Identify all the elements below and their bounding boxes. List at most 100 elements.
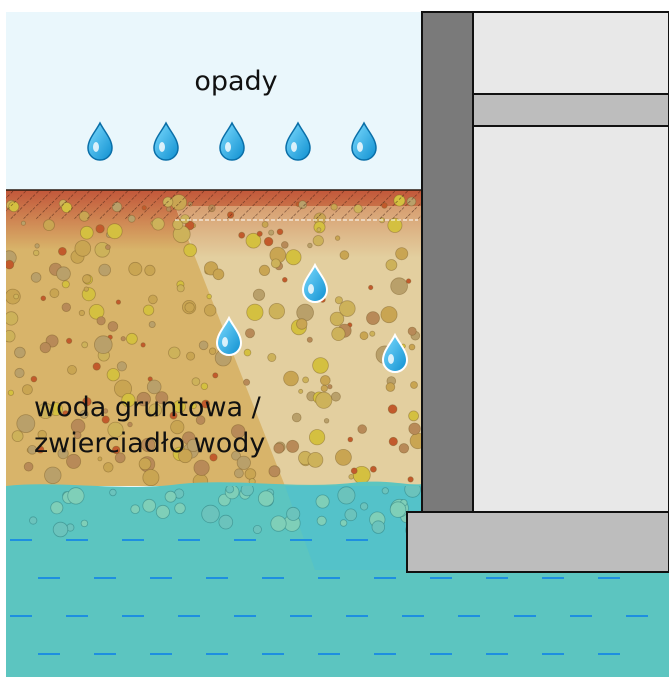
soil-pebble [144,264,156,276]
soil-pebble [408,343,416,351]
soil-pebble [170,419,185,435]
building-interior [472,11,669,513]
soil-pebble [387,404,398,414]
soil-pebble [407,326,417,336]
soil-pebble [263,236,274,247]
soil-pebble [369,330,376,337]
soil-pebble [168,346,181,360]
soil-pebble [201,399,211,409]
soil-pebble [395,247,409,261]
soil-pebble [83,286,89,292]
water-bubble [201,504,220,524]
water-drop-icon [215,315,243,356]
soil-pebble [302,376,310,384]
surface-hatch [6,190,422,220]
soil-pebble [73,431,82,440]
soil-pebble [368,284,374,291]
soil-pebble [172,399,186,413]
soil-pebble [338,300,356,317]
water-bubble [337,486,356,505]
backfill-zone [175,206,422,486]
soil-pebble [316,227,322,233]
soil-pebble [120,336,126,342]
soil-pebble [281,276,288,283]
soil-pebble [6,330,16,343]
floor-slab [446,93,669,127]
soil-pebble [6,311,19,326]
soil-pebble [334,296,343,305]
soil-pebble [408,410,420,422]
soil-pebble [236,455,251,470]
soil-pebble [298,388,304,394]
soil-pebble [313,221,326,234]
water-bubble [316,515,327,526]
water-bubble [381,487,389,495]
soil-pebble [252,288,266,301]
soil-pebble [366,311,380,326]
soil-pebble [7,389,14,396]
soil-pebble [148,320,156,328]
soil-pebble [66,453,82,469]
soil-pebble [184,302,195,313]
water-bubble [359,502,369,511]
soil-pebble [148,294,158,305]
soil-pebble [246,303,264,321]
soil-pebble [82,397,92,407]
soil-pebble [146,379,162,395]
soil-pebble [23,461,34,472]
soil-pebble [334,235,341,241]
soil-pebble [80,225,94,240]
water-bubble [257,490,275,507]
soil-pebble [43,219,55,232]
soil-pebble [380,306,398,324]
soil-pebble [13,293,19,300]
water-bubble [389,501,407,518]
soil-pebble [267,352,277,362]
soil-pebble [238,231,246,239]
soil-pebble [359,331,369,341]
soil-pebble [36,445,45,454]
soil-pebble [37,402,54,419]
soil-pebble [49,288,60,299]
water-bubble [29,516,38,525]
soil-pebble [347,436,354,443]
water-dashes [10,539,648,655]
soil-pebble [33,249,40,257]
soil-pebble [348,473,355,480]
soil-pebble [97,456,103,462]
soil-pebble [385,259,398,271]
soil-pebble [276,228,284,236]
soil-pebble [350,467,358,475]
soil-pebble [327,384,333,390]
soil-pebble [203,304,217,317]
soil-pebble [56,266,71,282]
soil-pebble [245,232,262,249]
soil-pebble [16,414,36,434]
soil-pebble [296,303,314,322]
water-bubble [404,486,421,498]
soil-pebble [107,421,124,438]
water-drop-icon [87,121,113,161]
precipitation-label: opady [194,66,277,97]
soil-pebble [184,220,195,231]
soil-pebble [169,411,178,420]
soil-pebble [140,342,146,348]
soil-pebble [410,381,418,389]
soil-pebble [388,436,398,447]
soil-pebble [369,465,377,473]
water-bubble [344,508,358,522]
sky-area [6,12,422,190]
soil-pebble [143,304,155,316]
soil-pebbles [6,194,422,486]
water-bubble [371,520,386,534]
soil-pebble [256,230,263,237]
soil-pebble [66,337,73,344]
soil-pebble [62,410,69,417]
water-bubble [315,494,330,509]
soil-pebble [268,303,286,320]
soil-pebble [105,244,111,251]
soil-pebble [390,277,408,296]
soil-pebble [243,378,251,386]
soil-pebble [127,421,133,428]
